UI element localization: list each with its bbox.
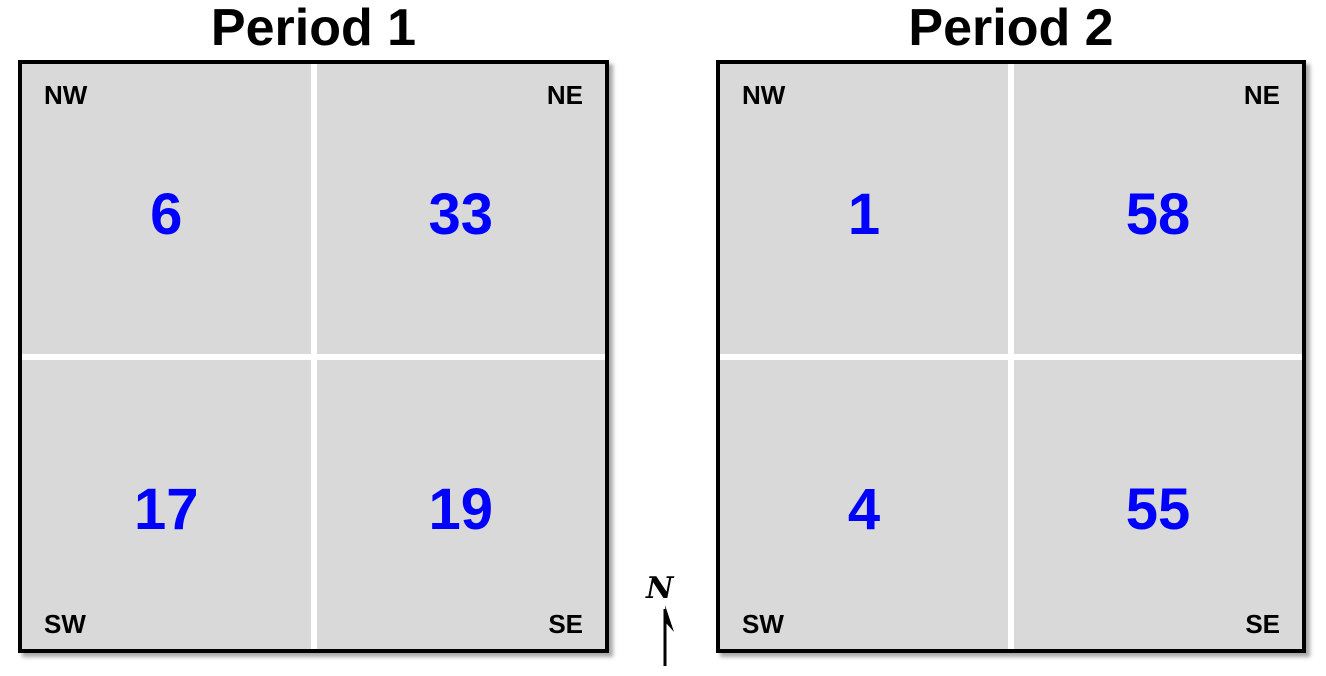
north-arrow-letter: N (645, 571, 675, 606)
quadrant-value-nw: 1 (847, 181, 881, 247)
quadrant-value-se: 55 (1125, 477, 1191, 543)
north-arrow-head (665, 605, 674, 632)
quadrant-value-nw: 6 (150, 181, 183, 247)
north-arrow-icon: N (642, 568, 688, 670)
quadrant-value-ne: 58 (1125, 181, 1191, 247)
quadrant-label-ne: NE (546, 80, 583, 110)
panel2-quadrant-ne: NE 58 (1014, 64, 1302, 354)
quadrant-value-sw: 4 (847, 477, 881, 543)
quadrant-label-se: SE (548, 609, 583, 639)
quadrant-label-ne: NE (1243, 80, 1280, 110)
quadrant-label-se: SE (1245, 609, 1280, 639)
quadrant-label-sw: SW (742, 609, 784, 639)
panel1-quadrant-ne: NE 33 (316, 64, 605, 354)
panel2-quadrant-se: SE 55 (1014, 359, 1302, 649)
panel1-quadrant-sw: SW 17 (22, 359, 311, 649)
panel1-quadrant-nw: NW 6 (22, 64, 311, 354)
panel2-quadrant-sw: SW 4 (720, 359, 1008, 649)
panel2-title: Period 2 (908, 0, 1114, 57)
panel1-title: Period 1 (210, 0, 417, 57)
quadrant-label-sw: SW (44, 609, 86, 639)
quadrant-value-sw: 17 (133, 477, 199, 543)
panel1-quadrant-map: NW 6 NE 33 SW 17 SE 19 (18, 60, 609, 653)
quadrant-label-nw: NW (44, 80, 88, 110)
quadrant-label-nw: NW (742, 80, 786, 110)
panel1-quadrant-se: SE 19 (316, 359, 605, 649)
panel2-quadrant-map: NW 1 NE 58 SW 4 SE 55 (716, 60, 1306, 653)
quadrant-value-se: 19 (428, 477, 493, 543)
panel2-quadrant-nw: NW 1 (720, 64, 1008, 354)
quadrant-value-ne: 33 (428, 181, 493, 247)
